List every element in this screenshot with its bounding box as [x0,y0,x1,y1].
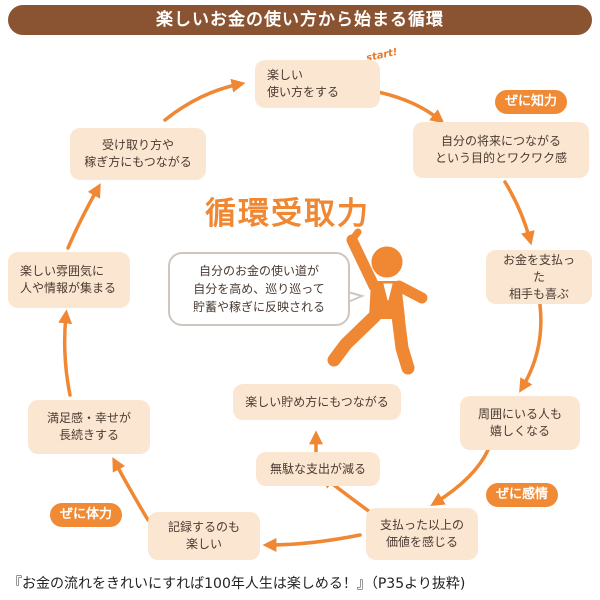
step-enjoy-spending: 楽しい 使い方をする [255,60,380,108]
step-feel-value: 支払った以上の 価値を感じる [366,508,478,560]
arrow-8-9 [66,183,101,250]
arrow-2-3 [503,180,535,246]
step-less-waste: 無駄な支出が減る [256,452,380,486]
arrow-3-4 [519,303,543,393]
bubble-tail [347,291,365,303]
arrow-5-6 [262,533,362,552]
speech-bubble: 自分のお金の使い道が 自分を高め、巡り巡って 貯蓄や稼ぎに反映される [168,252,350,326]
arrow-6-7 [112,457,150,522]
tag-zeni-emotion: ぜに感情 [486,483,559,507]
step-fun-saving: 楽しい貯め方にもつながる [233,384,401,420]
source-caption: 『お金の流れをきれいにすれば100年人生は楽しめる！』（P35より抜粋) [8,576,466,592]
step-recording-fun: 記録するのも 楽しい [148,512,260,560]
step-future-purpose: 自分の将来につながる という目的とワクワク感 [413,122,589,178]
arrow-1-2 [376,90,445,124]
arrow-9-1 [163,78,246,122]
banner-title: 楽しいお金の使い方から始まる循環 [8,5,592,35]
tag-zeni-stamina: ぜに体力 [50,503,123,527]
step-recipient-happy: お金を支払った 相手も喜ぶ [486,250,592,304]
arrow-4-5 [430,448,490,506]
arrow-7-8 [58,309,73,397]
tag-zeni-knowledge: ぜに知力 [495,90,568,114]
diagram-title: 循環受取力 [205,196,370,232]
step-people-gather: 楽しい雰囲気に 人や情報が集まる [8,252,130,308]
step-people-around-happy: 周囲にいる人も 嬉しくなる [460,396,580,450]
step-lasting-satisfaction: 満足感・幸せが 長続きする [28,400,150,454]
person-figure-icon [327,228,428,375]
step-earning-ways: 受け取り方や 稼ぎ方にもつながる [70,128,206,180]
